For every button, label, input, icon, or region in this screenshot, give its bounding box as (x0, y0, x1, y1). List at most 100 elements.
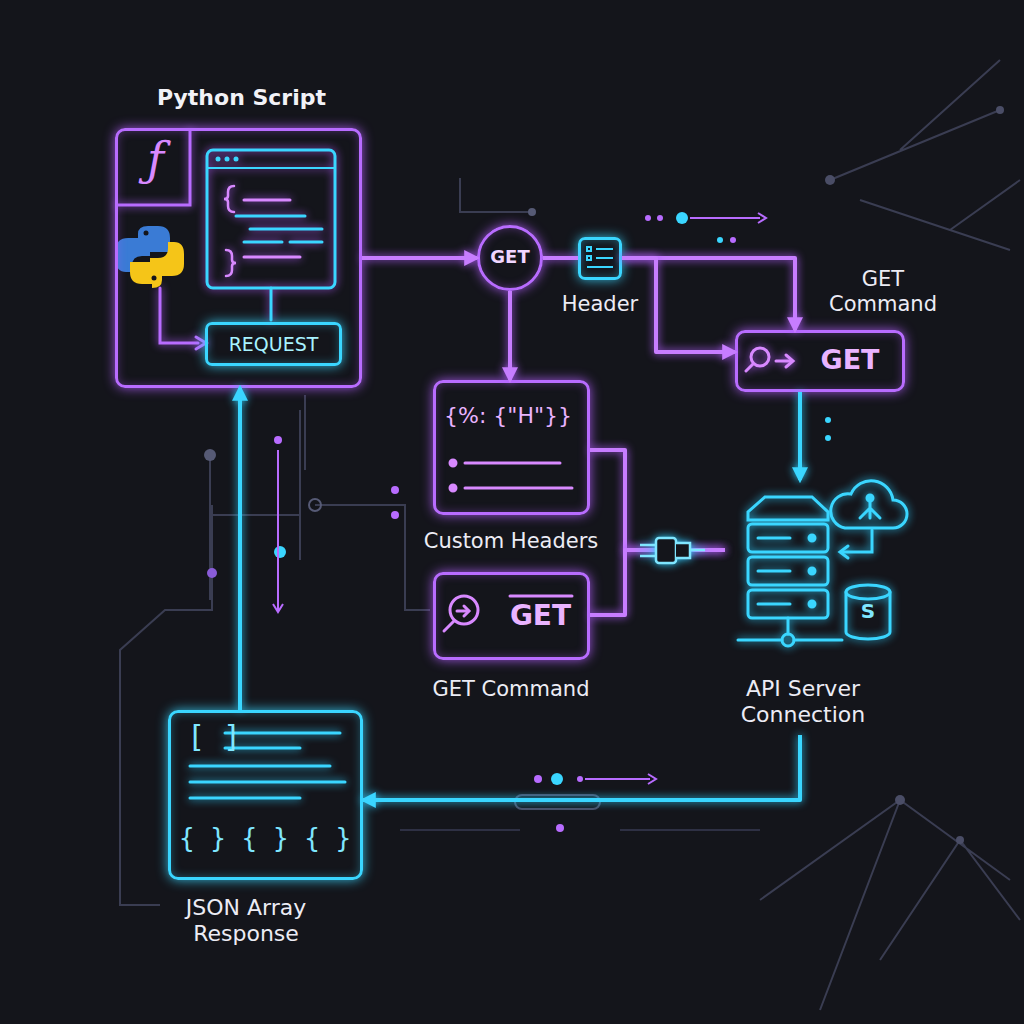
headers-box: {%: {"H"}}Custom Headers (433, 380, 590, 515)
connector (590, 450, 725, 550)
node-heading: GET Command (818, 267, 948, 317)
node-label: Header (548, 292, 652, 317)
background-network (210, 395, 305, 600)
background-network (400, 829, 760, 831)
header-icon (587, 247, 591, 251)
network-dots (274, 436, 282, 444)
server-icon (809, 601, 815, 607)
search-icon (444, 621, 454, 631)
json-lines (190, 797, 300, 800)
network-dots (996, 106, 1004, 114)
network-dots (391, 511, 399, 519)
python-logo (152, 276, 157, 281)
header-lines (450, 460, 456, 466)
node-label: Custom Headers (401, 529, 621, 554)
connector (798, 392, 802, 480)
network-dots (204, 449, 216, 461)
network-dots (825, 435, 831, 441)
header-icon (596, 257, 613, 259)
method-label: GET (800, 344, 900, 376)
server-icon (867, 495, 873, 501)
header-icon (587, 256, 591, 260)
method-label: GET (498, 599, 583, 632)
python-logo (116, 226, 184, 288)
network-dots (956, 836, 964, 844)
script-illustration (225, 157, 230, 162)
server-icon (782, 634, 794, 646)
script-illustration (234, 157, 239, 162)
network-dots (730, 237, 736, 243)
network-dots (309, 499, 321, 511)
node-label: GET Command (401, 677, 621, 702)
script-illustration (244, 199, 290, 202)
request-button: REQUEST (205, 322, 342, 366)
small-arrows (273, 213, 766, 784)
function-symbol: ƒ (128, 132, 183, 186)
server-icon (846, 585, 890, 599)
script-illustration (250, 228, 322, 231)
header-icon-box: Header (578, 237, 622, 280)
plug-connector (640, 545, 656, 556)
header-lines (450, 460, 572, 491)
connector (543, 256, 578, 260)
network-dots (657, 215, 663, 221)
script-illustration (207, 167, 335, 169)
network-dots (825, 175, 835, 185)
plug-connector (640, 538, 705, 563)
network-dots (204, 106, 1004, 844)
header-icon (587, 247, 613, 267)
connector (508, 291, 512, 380)
script-illustration (216, 157, 221, 162)
method-circle: GET (477, 225, 543, 291)
button-label: REQUEST (208, 333, 339, 355)
code-text: [ ] (187, 719, 257, 754)
network-dots (676, 212, 688, 224)
header-icon (587, 266, 613, 268)
network-dots (551, 773, 563, 785)
search-icon (464, 606, 469, 616)
network-dots (577, 776, 583, 782)
search-arrow-icon (746, 364, 753, 371)
network-dots (895, 795, 905, 805)
search-icon (510, 595, 572, 598)
server-icon (809, 535, 815, 541)
network-dots (825, 417, 831, 423)
node-label: API Server Connection (713, 676, 893, 728)
storage-letter: S (855, 600, 881, 624)
small-arrows (585, 778, 650, 780)
server-icon (738, 481, 907, 646)
search-arrow-icon (746, 348, 793, 371)
json-lines (225, 732, 340, 735)
small-arrows (277, 450, 279, 610)
script-illustration (160, 288, 198, 343)
background-network (120, 60, 1020, 1010)
server-icon (748, 497, 828, 520)
script-illustration (117, 130, 335, 349)
network-dots (528, 208, 536, 216)
script-illustration (207, 150, 335, 288)
code-text: { } { } { } (179, 823, 361, 854)
server-icon (840, 546, 848, 558)
network-dots (274, 546, 286, 558)
background-network (460, 178, 532, 212)
header-lines (465, 462, 560, 465)
plug-connector (690, 549, 705, 552)
script-illustration (117, 130, 190, 205)
json-lines (190, 781, 345, 784)
command-box: GETGET Command (433, 572, 590, 660)
connector (622, 258, 795, 330)
response-box: [ ]{ } { } { }JSON Array Response (168, 710, 363, 880)
small-arrows (690, 217, 760, 219)
node-heading: Python Script (118, 85, 365, 111)
script-illustration (224, 186, 234, 212)
script-illustration (244, 256, 300, 259)
network-dots (556, 824, 564, 832)
server-icon (758, 538, 790, 604)
python-logo (144, 231, 149, 236)
plug-connector (656, 538, 676, 563)
server-icon (809, 568, 815, 574)
small-arrows (758, 213, 766, 223)
network-dots (645, 215, 651, 221)
header-lines (465, 487, 572, 490)
server-icon (738, 618, 842, 640)
